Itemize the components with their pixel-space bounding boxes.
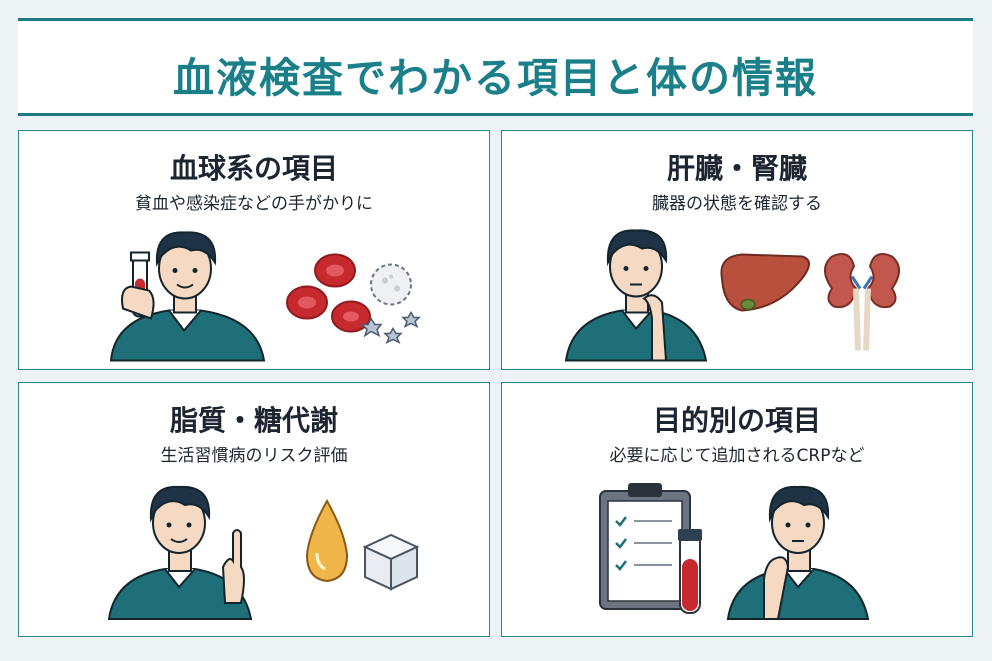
panel-title: 脂質・糖代謝: [169, 404, 338, 437]
panel-subtitle: 臓器の状態を確認する: [652, 194, 822, 214]
liver-icon: [720, 253, 810, 312]
panel-subtitle: 貧血や感染症などの手がかりに: [135, 194, 373, 214]
clipboard-icon: [599, 483, 691, 610]
platelets-icon: [360, 311, 421, 345]
pointing-man-icon: [107, 485, 253, 620]
panel-subtitle: 必要に応じて追加されるCRPなど: [609, 446, 865, 466]
red-blood-cells-icon: [286, 253, 371, 333]
title-rule-bottom: [18, 113, 973, 116]
panel-title: 血球系の項目: [169, 152, 338, 185]
lipid-sugar-illustration: [107, 485, 420, 620]
panel-liver-kidney: 肝臓・腎臓 臓器の状態を確認する: [501, 130, 973, 370]
thinking-man-icon: [564, 229, 708, 362]
purpose-items-illustration: [599, 483, 870, 620]
panel-blood-cells: 血球系の項目 貧血や感染症などの手がかりに: [18, 130, 490, 370]
liver-kidney-illustration: [564, 229, 900, 362]
panel-subtitle: 生活習慣病のリスク評価: [160, 446, 348, 466]
thinking-man-icon: [726, 485, 870, 620]
title-rule-top: [18, 18, 973, 21]
panel-lipid-sugar: 脂質・糖代謝 生活習慣病のリスク評価: [18, 382, 490, 637]
sugar-cube-icon: [362, 533, 420, 591]
panel-title: 肝臓・腎臓: [666, 152, 807, 185]
white-blood-cell-icon: [370, 263, 412, 306]
panel-purpose-items: 目的別の項目 必要に応じて追加されるCRPなど: [501, 382, 973, 637]
blood-tube-icon: [678, 529, 702, 614]
panel-title: 目的別の項目: [652, 404, 821, 437]
man-holding-tube-icon: [109, 231, 266, 362]
title-banner: 血液検査でわかる項目と体の情報: [18, 18, 973, 116]
oil-drop-icon: [305, 498, 349, 583]
page-title: 血液検査でわかる項目と体の情報: [173, 54, 818, 102]
kidneys-icon: [824, 253, 900, 351]
blood-cells-illustration: [109, 231, 421, 362]
